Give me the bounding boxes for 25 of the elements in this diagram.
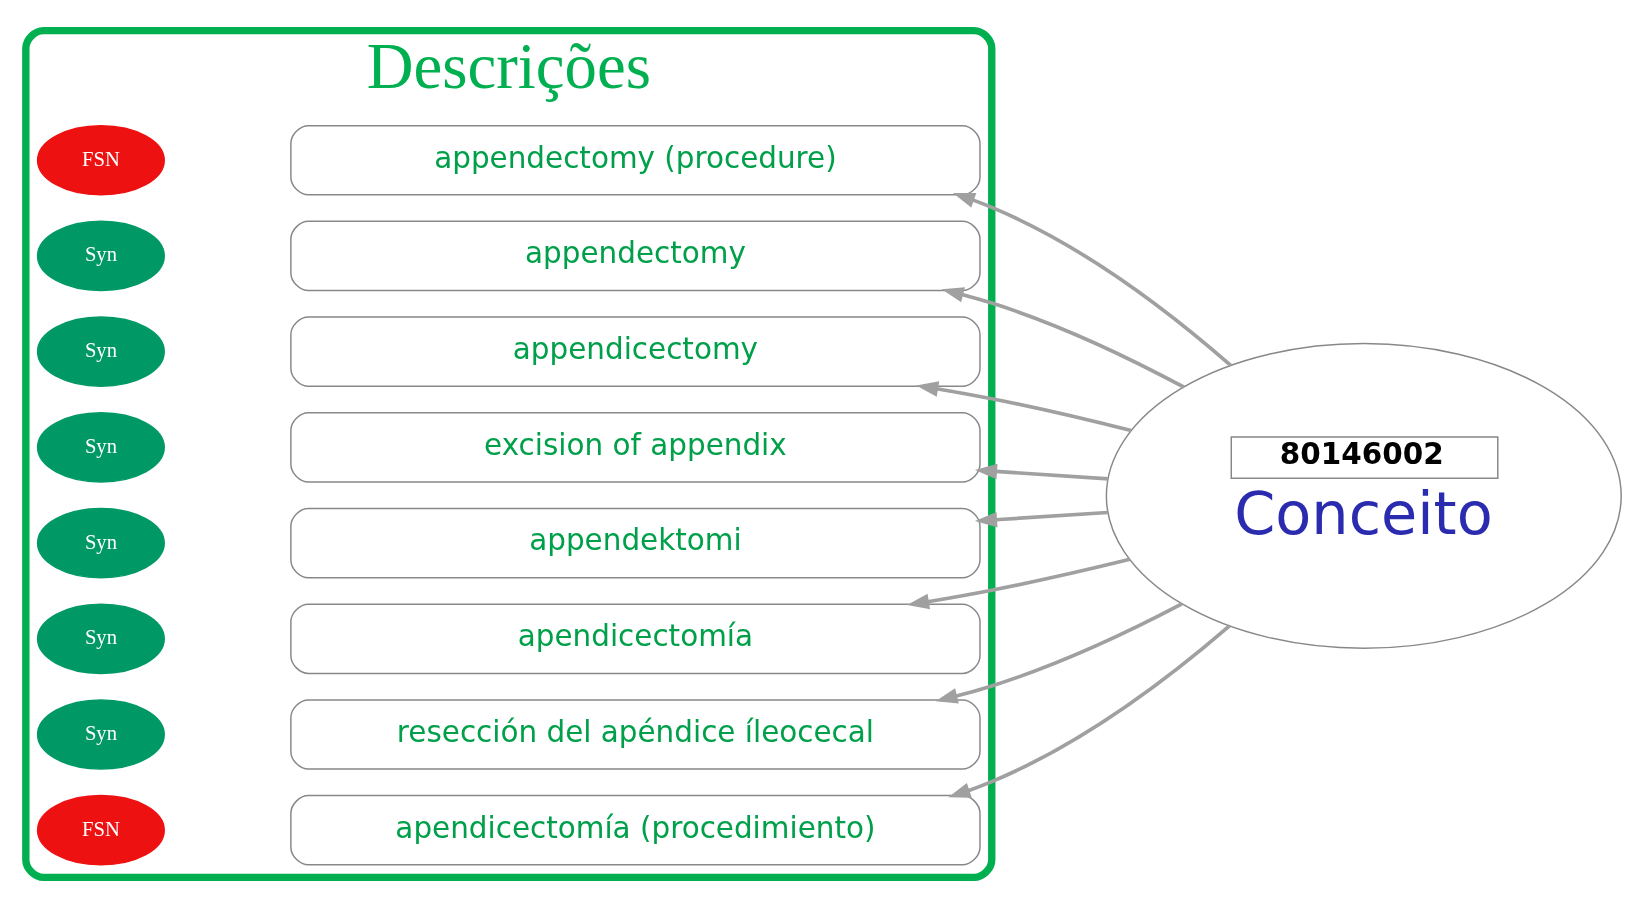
node-box: apendicectomía — [290, 603, 981, 675]
arrow — [974, 463, 1109, 481]
arrow — [916, 381, 1132, 433]
arrow — [907, 557, 1131, 610]
node-box: apendicectomía (procedimiento) — [290, 794, 981, 866]
node-ellipse: FSN — [36, 124, 165, 196]
node-ellipse: Syn — [36, 699, 165, 770]
node-box: appendicectomy — [290, 316, 981, 387]
node-ellipse: 80146002 Conceito — [1105, 342, 1622, 650]
arrow — [941, 287, 1185, 389]
arrow — [935, 602, 1183, 704]
arrow — [952, 193, 1233, 368]
node-ellipse: Syn — [36, 412, 165, 483]
node-ellipse: Syn — [36, 507, 165, 579]
node-ellipse: Syn — [36, 316, 165, 387]
node-box: resección del apéndice íleocecal — [290, 699, 981, 770]
arrow — [974, 510, 1108, 528]
node-ellipse: Syn — [36, 220, 165, 292]
node-box: appendectomy — [290, 220, 981, 292]
node-box: appendektomi — [290, 507, 981, 579]
node-ellipse: Syn — [36, 603, 165, 675]
arrow — [948, 624, 1231, 798]
node-box: appendectomy (procedure) — [290, 124, 981, 196]
node-box: excision of appendix — [290, 412, 981, 483]
node-ellipse: FSN — [36, 794, 165, 866]
